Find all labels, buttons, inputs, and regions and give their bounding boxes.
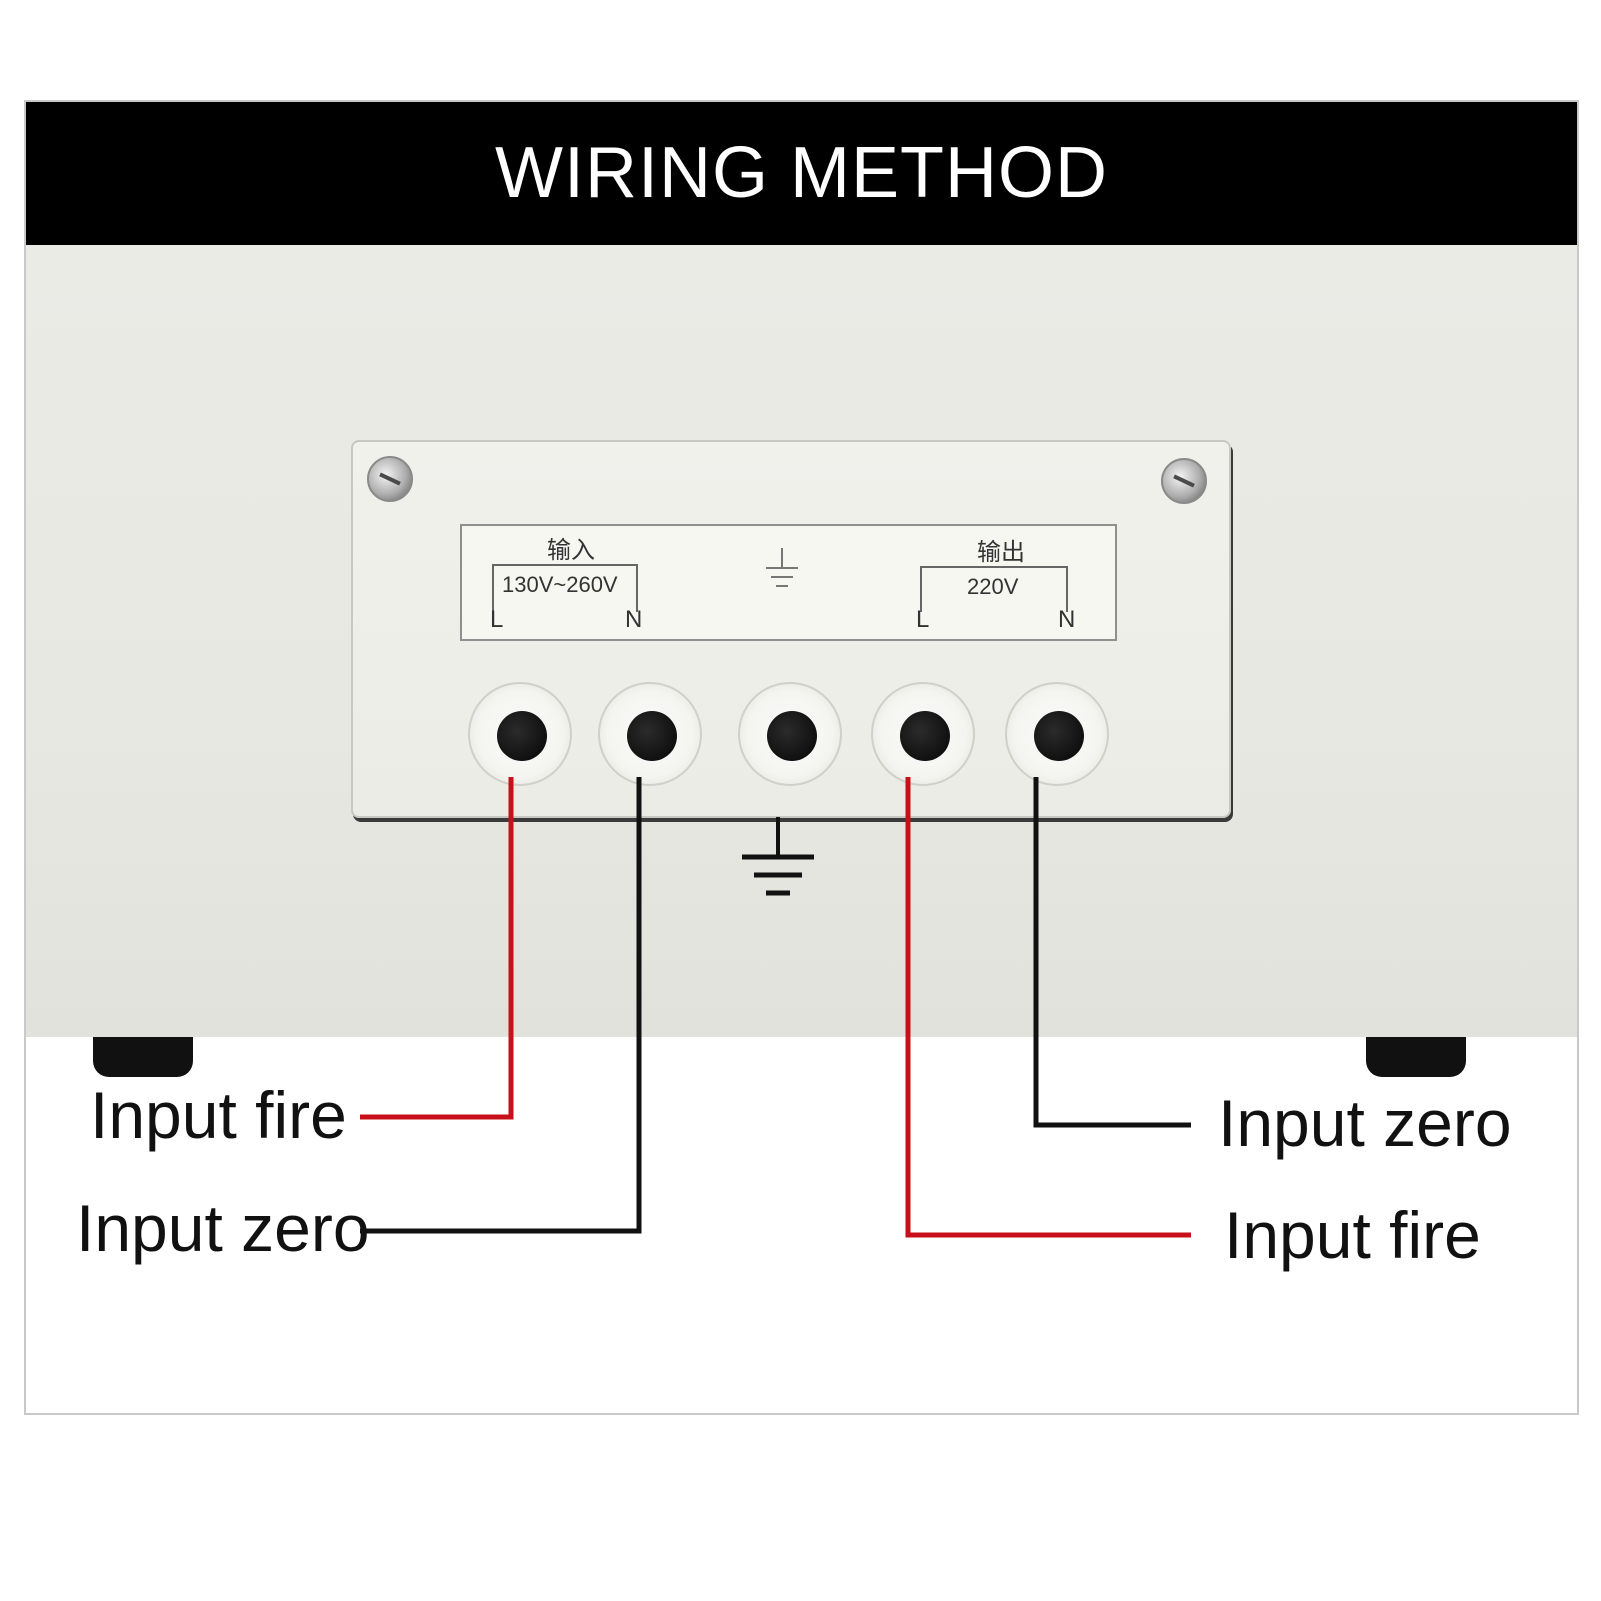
output-voltage: 220V [967, 574, 1019, 599]
terminal-label-plate: 输入 130V~260V L N 输出 220V L N [460, 524, 1117, 641]
input-bracket [492, 564, 638, 612]
terminal-socket-input-l [468, 682, 572, 786]
caption-left-top: Input fire [90, 1078, 347, 1152]
terminal-socket-icon [1034, 711, 1084, 761]
input-voltage: 130V~260V [502, 572, 618, 597]
diagram-frame: WIRING METHOD 输入 130V~260V L N 输出 22 [24, 100, 1579, 1415]
device-foot-right [1366, 1037, 1466, 1077]
input-n-label: N [625, 606, 643, 633]
caption-right-top: Input zero [1218, 1086, 1512, 1160]
terminal-socket-icon [900, 711, 950, 761]
device-foot-left [93, 1037, 193, 1077]
wire-input-zero-left [360, 777, 642, 1234]
terminal-socket-icon [627, 711, 677, 761]
page-title: WIRING METHOD [495, 133, 1108, 213]
device-cabinet: 输入 130V~260V L N 输出 220V L N [26, 245, 1577, 1037]
caption-left-bottom: Input zero [76, 1191, 370, 1265]
ground-symbol-icon [766, 548, 798, 587]
input-l-label: L [490, 606, 504, 633]
terminal-socket-output-n [1005, 682, 1109, 786]
terminal-socket-input-n [598, 682, 702, 786]
input-heading: 输入 [547, 537, 595, 564]
output-heading: 输出 [977, 539, 1025, 566]
terminal-socket-ground [738, 682, 842, 786]
terminal-socket-icon [497, 711, 547, 761]
caption-right-bottom: Input fire [1224, 1198, 1481, 1272]
header-bar: WIRING METHOD [26, 102, 1577, 245]
output-n-label: N [1058, 606, 1076, 633]
terminal-panel: 输入 130V~260V L N 输出 220V L N [351, 440, 1231, 818]
terminal-socket-icon [767, 711, 817, 761]
screw-icon [1161, 458, 1207, 504]
output-l-label: L [916, 606, 930, 633]
screw-icon [367, 456, 413, 502]
wire-input-fire [360, 777, 514, 1120]
ground-symbol-icon [742, 817, 814, 896]
wiring-lines [360, 777, 1191, 1238]
terminal-socket-output-l [871, 682, 975, 786]
wire-output-zero [1033, 777, 1191, 1128]
output-bracket [920, 566, 1068, 612]
wire-output-fire [905, 777, 1191, 1238]
